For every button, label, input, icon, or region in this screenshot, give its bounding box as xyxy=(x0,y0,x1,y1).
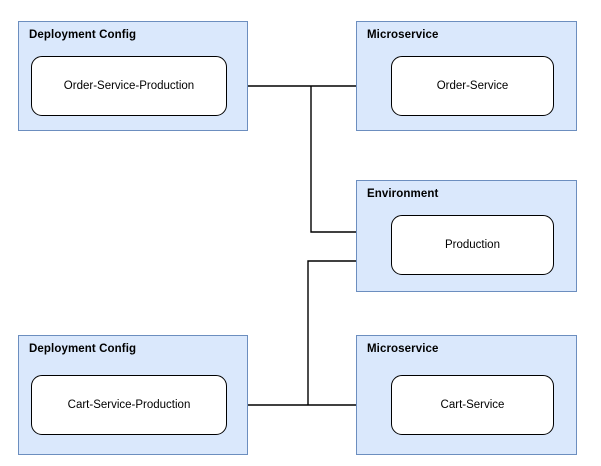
node-production[interactable]: Production xyxy=(391,215,554,275)
node-label: Order-Service xyxy=(436,80,509,92)
node-order-service[interactable]: Order-Service xyxy=(391,56,554,116)
group-title: Microservice xyxy=(367,343,439,355)
node-cart-service-production[interactable]: Cart-Service-Production xyxy=(31,375,227,435)
group-title: Microservice xyxy=(367,29,439,41)
node-label: Cart-Service-Production xyxy=(67,399,191,411)
group-title: Deployment Config xyxy=(29,29,137,41)
node-cart-service[interactable]: Cart-Service xyxy=(391,375,554,435)
group-title: Deployment Config xyxy=(29,343,137,355)
node-label: Production xyxy=(445,239,500,251)
node-label: Cart-Service xyxy=(440,399,505,411)
node-label: Order-Service-Production xyxy=(63,80,195,92)
group-title: Environment xyxy=(367,188,439,200)
node-order-service-production[interactable]: Order-Service-Production xyxy=(31,56,227,116)
